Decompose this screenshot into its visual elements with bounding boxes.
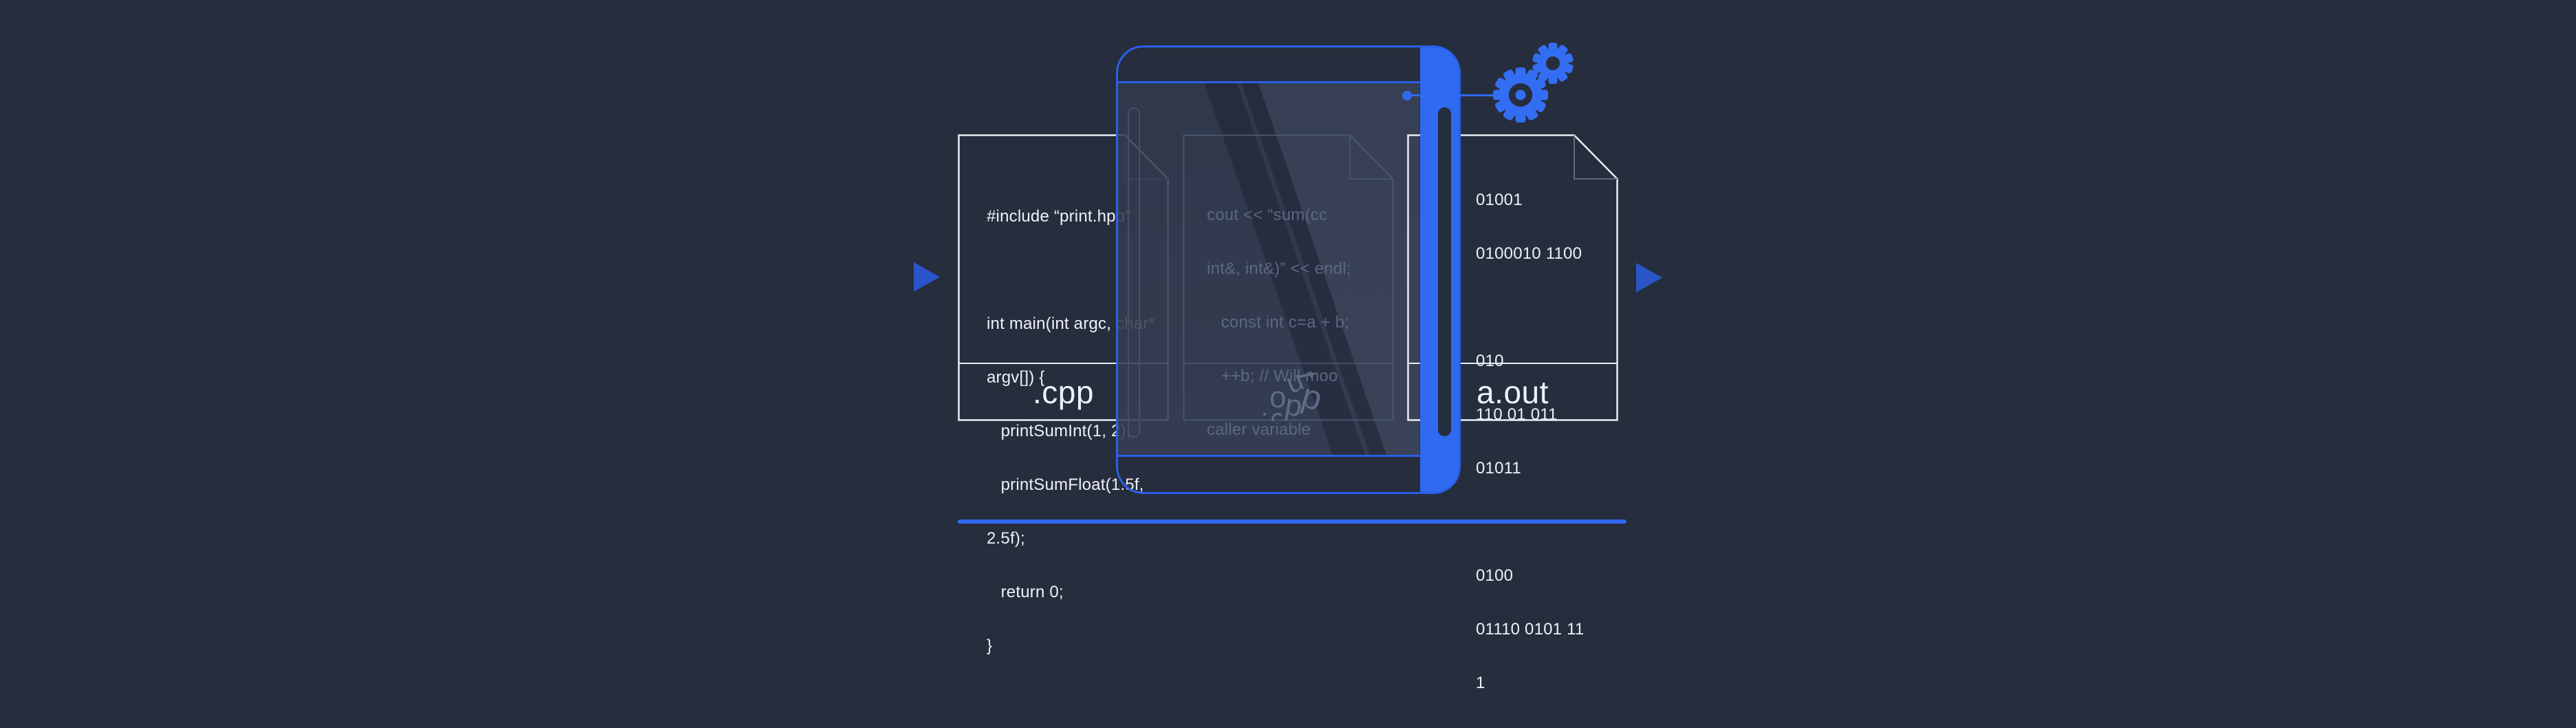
code-line: argv[]) { bbox=[987, 368, 1045, 387]
binary-line: 01110 0101 11 bbox=[1476, 620, 1585, 639]
aout-file-label: a.out bbox=[1477, 374, 1549, 410]
compiler-device-frame bbox=[1116, 45, 1461, 494]
ghost-code-line: caller variable bbox=[1207, 420, 1311, 439]
bezel-divider-bottom bbox=[1118, 455, 1421, 457]
bezel-divider-top bbox=[1118, 81, 1421, 83]
callout-dot bbox=[1402, 91, 1412, 100]
binary-line: 0100 bbox=[1476, 566, 1514, 585]
flow-arrow-right-icon bbox=[1636, 263, 1662, 292]
side-slot bbox=[1128, 107, 1140, 438]
code-line: 2.5f); bbox=[987, 529, 1025, 548]
ghost-code-block: cout << “sum(cc int&, int&)” << endl; co… bbox=[1207, 171, 1406, 456]
flow-arrow-left-icon bbox=[914, 262, 940, 292]
accent-underline bbox=[958, 520, 1627, 524]
binary-line: 01011 bbox=[1476, 459, 1521, 478]
ghost-code-line: ++b; // Will moo bbox=[1207, 367, 1338, 385]
binary-line: 0100010 1100 bbox=[1476, 244, 1582, 263]
ghost-code-line: cout << “sum(cc bbox=[1207, 206, 1328, 224]
ghost-code-line: int&, int&)” << endl; bbox=[1207, 259, 1351, 278]
small-gear-icon bbox=[1532, 43, 1574, 84]
large-gear-icon bbox=[1493, 67, 1548, 122]
ghost-file-shape bbox=[1183, 134, 1394, 421]
morphing-extension-letters: . o u t p p c bbox=[1118, 363, 1419, 421]
gears-icon bbox=[1493, 43, 1574, 122]
cpp-file-label: .cpp bbox=[1033, 374, 1094, 410]
device-side-groove bbox=[1438, 107, 1451, 436]
binary-line: 1 bbox=[1476, 674, 1485, 692]
callout-line bbox=[1407, 94, 1522, 96]
compilation-illustration: #include “print.hpp” int main(int argc, … bbox=[914, 43, 1662, 692]
binary-line: 01001 bbox=[1476, 191, 1523, 209]
binary-line bbox=[1476, 299, 1627, 317]
ghost-code-line: const int c=a + b; bbox=[1207, 313, 1349, 332]
code-line: return 0; bbox=[987, 583, 1064, 601]
binary-line: 110 01 011 bbox=[1476, 405, 1558, 424]
morph-letter: o bbox=[1269, 381, 1287, 414]
compiler-screen: cout << “sum(cc int&, int&)” << endl; co… bbox=[1118, 83, 1419, 456]
code-line: } bbox=[987, 636, 993, 655]
binary-line: 010 bbox=[1476, 352, 1504, 370]
morph-letter: . bbox=[1261, 393, 1269, 421]
binary-code-block: 01001 0100010 1100 010 110 01 011 01011 … bbox=[1476, 156, 1627, 728]
